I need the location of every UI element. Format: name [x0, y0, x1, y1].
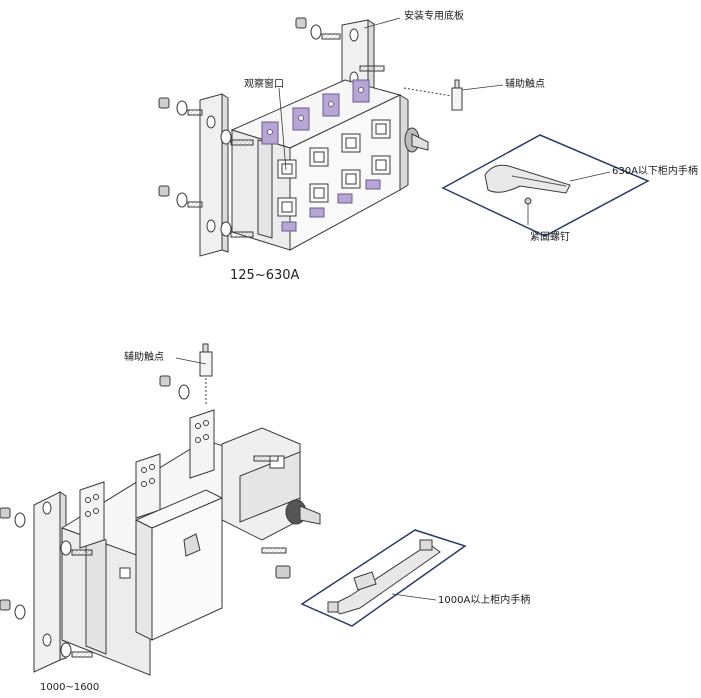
label-aux-contact-lower: 辅助触点 [124, 352, 164, 363]
lower-mounting-plate [33, 491, 67, 673]
label-aux-contact-upper: 辅助触点 [505, 79, 545, 90]
lower-leaders [175, 357, 437, 601]
lower-handle-inset [300, 529, 467, 627]
lower-assembly [0, 343, 467, 676]
lower-screws [0, 375, 291, 658]
upper-handle-shaft [404, 127, 429, 153]
label-handle-upper: 630A以下柜内手柄 [612, 166, 698, 177]
upper-leaders [278, 17, 611, 225]
label-observation-window: 观察窗口 [244, 79, 284, 90]
upper-screws [158, 17, 385, 238]
lower-bus-bars [79, 409, 215, 549]
model-label-upper: 125~630A [230, 268, 300, 283]
upper-terminals-bottom [281, 179, 381, 232]
label-mounting-plate: 安装专用底板 [404, 11, 464, 22]
label-handle-lower: 1000A以上柜内手柄 [438, 595, 531, 606]
upper-window-grid [277, 119, 391, 217]
model-label-lower: 1000~1600 [40, 682, 100, 693]
upper-handle-inset [441, 134, 650, 237]
upper-terminals-top [261, 79, 370, 145]
lower-aux-contact [199, 343, 213, 405]
upper-assembly [158, 17, 650, 257]
label-screw: 紧固螺钉 [530, 232, 570, 243]
lower-mechanism [221, 427, 321, 541]
upper-aux-contact [403, 79, 463, 111]
